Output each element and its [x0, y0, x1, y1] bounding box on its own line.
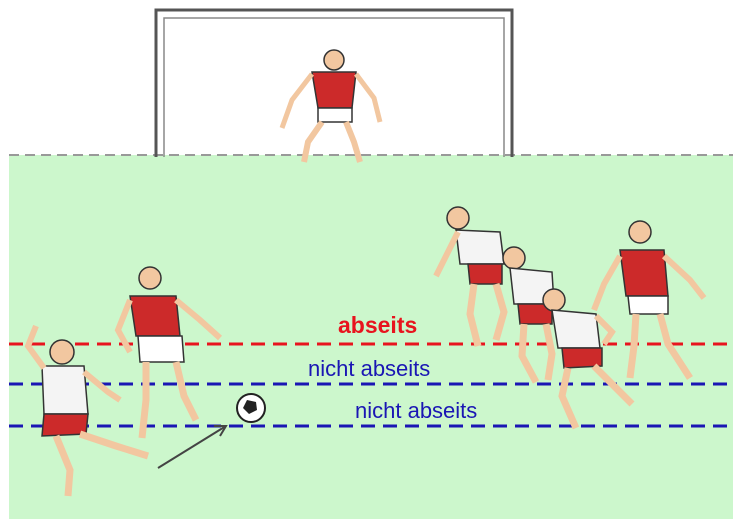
soccer-ball-icon — [237, 394, 265, 422]
offside-label: abseits — [338, 314, 417, 337]
onside-label-2: nicht abseits — [355, 400, 477, 422]
goalkeeper — [282, 50, 380, 162]
onside-label-1: nicht abseits — [308, 358, 430, 380]
